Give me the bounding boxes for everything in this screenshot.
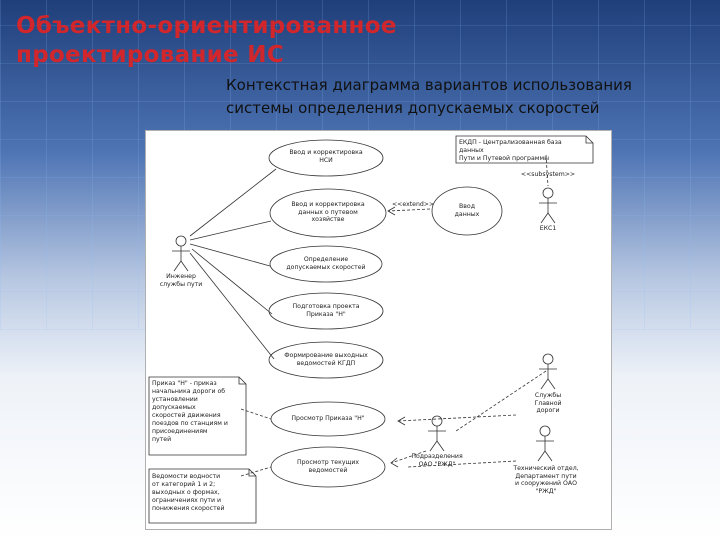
- note-link: [240, 466, 272, 477]
- use-case-label: Просмотр Приказа "Н": [291, 415, 365, 422]
- use-case-uc8: [431, 186, 503, 236]
- note-box-top: [455, 135, 594, 164]
- note-top: ЕКДП - Централизованная база данных Пути…: [459, 139, 562, 162]
- subtitle-line-2: системы определения допускаемых скоросте…: [226, 99, 600, 117]
- dependency-arrow: [407, 460, 517, 468]
- slide-title: Объектно-ориентированное проектирование …: [16, 12, 397, 70]
- assoc-line: [189, 168, 277, 237]
- dependency-arrow: [455, 370, 547, 432]
- diagram-canvas: [148, 135, 594, 524]
- actor-a5: [536, 425, 554, 462]
- actor-a1: [172, 235, 190, 272]
- use-case-uc5: [268, 341, 384, 379]
- subsystem-label: <<subsystem>>: [520, 171, 576, 178]
- actor-a2: [539, 187, 557, 224]
- assoc-line: [189, 243, 271, 267]
- assoc-line: [189, 220, 272, 241]
- subsystem-link: [545, 154, 549, 187]
- use-case-uc1: [268, 139, 384, 177]
- title-line-1: Объектно-ориентированное: [16, 13, 397, 39]
- dependency-arrowhead: [397, 416, 406, 426]
- extend-arrow: [387, 208, 431, 212]
- title-line-2: проектирование ИС: [16, 42, 284, 68]
- actor-a3: [539, 353, 557, 390]
- extend-label: <<extend>>: [392, 201, 435, 208]
- note-box-left2: [148, 468, 257, 524]
- use-case-uc3: [269, 245, 383, 283]
- assoc-line: [189, 252, 275, 360]
- dependency-arrowhead: [390, 457, 399, 468]
- dependency-arrow: [397, 414, 517, 422]
- extend-arrowhead: [387, 206, 396, 216]
- actor-a4: [428, 415, 446, 452]
- slide-subtitle: Контекстная диаграмма вариантов использо…: [226, 74, 632, 120]
- dependency-arrow: [390, 450, 427, 464]
- note-link: [240, 408, 272, 420]
- use-case-uc2: [269, 188, 387, 238]
- subtitle-line-1: Контекстная диаграмма вариантов использо…: [226, 76, 632, 94]
- use-case-uc4: [268, 292, 384, 330]
- note-left-statements: Ведомости водности от категорий 1 и 2; в…: [152, 473, 225, 512]
- actor-label: ЕКС1: [539, 225, 557, 232]
- note-box-left1: [148, 376, 247, 456]
- assoc-line: [191, 248, 273, 315]
- note-left-order: Приказ "Н" - приказ начальника дороги об…: [152, 380, 228, 443]
